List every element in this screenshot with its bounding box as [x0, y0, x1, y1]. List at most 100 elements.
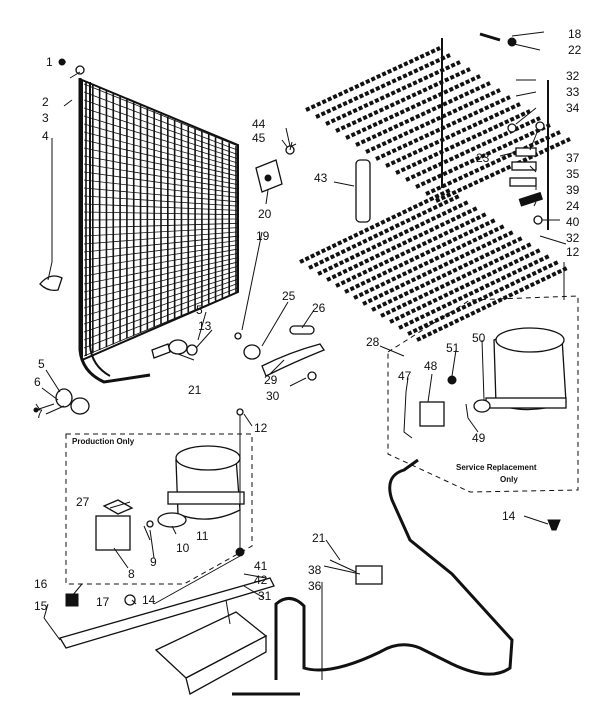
coil-wire: [83, 187, 239, 203]
coil-wire: [83, 123, 239, 168]
coil-wire: [83, 171, 239, 194]
coil-wire: [83, 227, 239, 237]
callout-19: 19: [256, 229, 270, 243]
coil-wire: [83, 270, 239, 317]
callout-20: 20: [258, 207, 272, 221]
callout-35: 35: [566, 167, 580, 181]
callout-3: 3: [42, 111, 49, 125]
callout-44: 44: [252, 117, 266, 131]
callout-24: 24: [566, 199, 580, 213]
coil-tube: [405, 116, 541, 182]
service-compressor: [403, 327, 567, 439]
coil-wire: [83, 147, 239, 181]
callout-45: 45: [252, 131, 266, 145]
coil-tube: [335, 67, 471, 133]
callout-32a: 32: [566, 69, 580, 83]
production-only-box: [65, 433, 253, 585]
callout-7: 7: [36, 407, 43, 421]
coil-wire: [83, 287, 239, 349]
coil-wire: [83, 211, 239, 216]
condenser-coil: [78, 78, 239, 384]
evaporator-lower-coil: [299, 188, 568, 342]
callout-30: 30: [266, 389, 280, 403]
coil-tube: [407, 260, 559, 336]
coil-wire: [83, 222, 239, 229]
callout-14a: 14: [142, 593, 156, 607]
service-replacement-title: Service Replacement: [456, 463, 537, 472]
coil-wire: [83, 83, 239, 147]
coil-tube: [395, 109, 531, 175]
coil-wire: [83, 99, 239, 155]
coil-tube: [305, 46, 441, 112]
callout-8: 8: [128, 567, 135, 581]
coil-wire: [83, 278, 239, 333]
callout-15: 15: [34, 599, 48, 613]
callout-49: 49: [472, 431, 486, 445]
bottom-parts: [43, 559, 383, 696]
coil-tube: [326, 206, 478, 282]
coil-wire: [83, 274, 239, 325]
coil-wire: [83, 139, 239, 177]
coil-wire: [83, 248, 239, 277]
left-small-parts: [33, 58, 90, 415]
callout-4: 4: [42, 129, 49, 143]
callout-11: 11: [196, 529, 209, 543]
callout-10: 10: [176, 541, 190, 555]
callout-5b: 5: [196, 303, 203, 317]
callout-6: 6: [34, 375, 41, 389]
callout-5a: 5: [38, 357, 45, 371]
coil-wire: [83, 252, 239, 285]
coil-tube: [345, 74, 481, 140]
coil-wire: [83, 91, 239, 151]
callout-37: 37: [566, 151, 580, 165]
suction-tube: [274, 458, 514, 680]
capillary-parts: [151, 325, 325, 381]
callout-21b: 21: [312, 531, 326, 545]
production-compressor: [95, 408, 245, 557]
callout-1: 1: [46, 55, 53, 69]
callout-43: 43: [314, 171, 328, 185]
callout-28: 28: [366, 335, 380, 349]
service-replacement-box: [387, 295, 579, 493]
callout-42: 42: [254, 573, 268, 587]
coil-tube: [425, 130, 561, 196]
callout-21a: 21: [188, 383, 202, 397]
callout-14b: 14: [502, 509, 516, 523]
coil-tube: [353, 224, 505, 300]
callout-36: 36: [308, 579, 322, 593]
grommet-right: [547, 519, 561, 531]
callout-51: 51: [446, 341, 460, 355]
coil-tube: [362, 230, 514, 306]
callout-2: 2: [42, 95, 49, 109]
callout-50: 50: [472, 331, 486, 345]
coil-wire: [83, 261, 239, 301]
coil-tube: [308, 194, 460, 270]
thermostat-bracket: [255, 139, 297, 193]
leader-lines: [35, 31, 567, 680]
coil-wire: [83, 107, 239, 160]
coil-tube: [385, 102, 521, 168]
callout-17: 17: [96, 595, 110, 609]
drain-tube: [355, 159, 371, 223]
callout-22: 22: [568, 43, 582, 57]
coil-tube: [299, 188, 451, 264]
coil-wire: [83, 240, 239, 261]
callout-33: 33: [566, 85, 580, 99]
coil-wire: [83, 291, 239, 357]
coil-tube: [325, 60, 461, 126]
callout-38: 38: [308, 563, 322, 577]
coil-wire: [83, 244, 239, 269]
coil-wire: [83, 231, 239, 245]
callout-18: 18: [568, 27, 582, 41]
coil-tube: [335, 212, 487, 288]
coil-wire: [83, 283, 239, 341]
coil-wire: [83, 218, 239, 221]
callout-12b: 12: [254, 421, 268, 435]
callout-34: 34: [566, 101, 580, 115]
coil-wire: [83, 265, 239, 309]
callout-23: 23: [476, 151, 490, 165]
callout-39: 39: [566, 183, 580, 197]
coil-tube: [315, 53, 451, 119]
callout-29: 29: [264, 373, 278, 387]
evaporator-upper-coil: [305, 46, 571, 203]
